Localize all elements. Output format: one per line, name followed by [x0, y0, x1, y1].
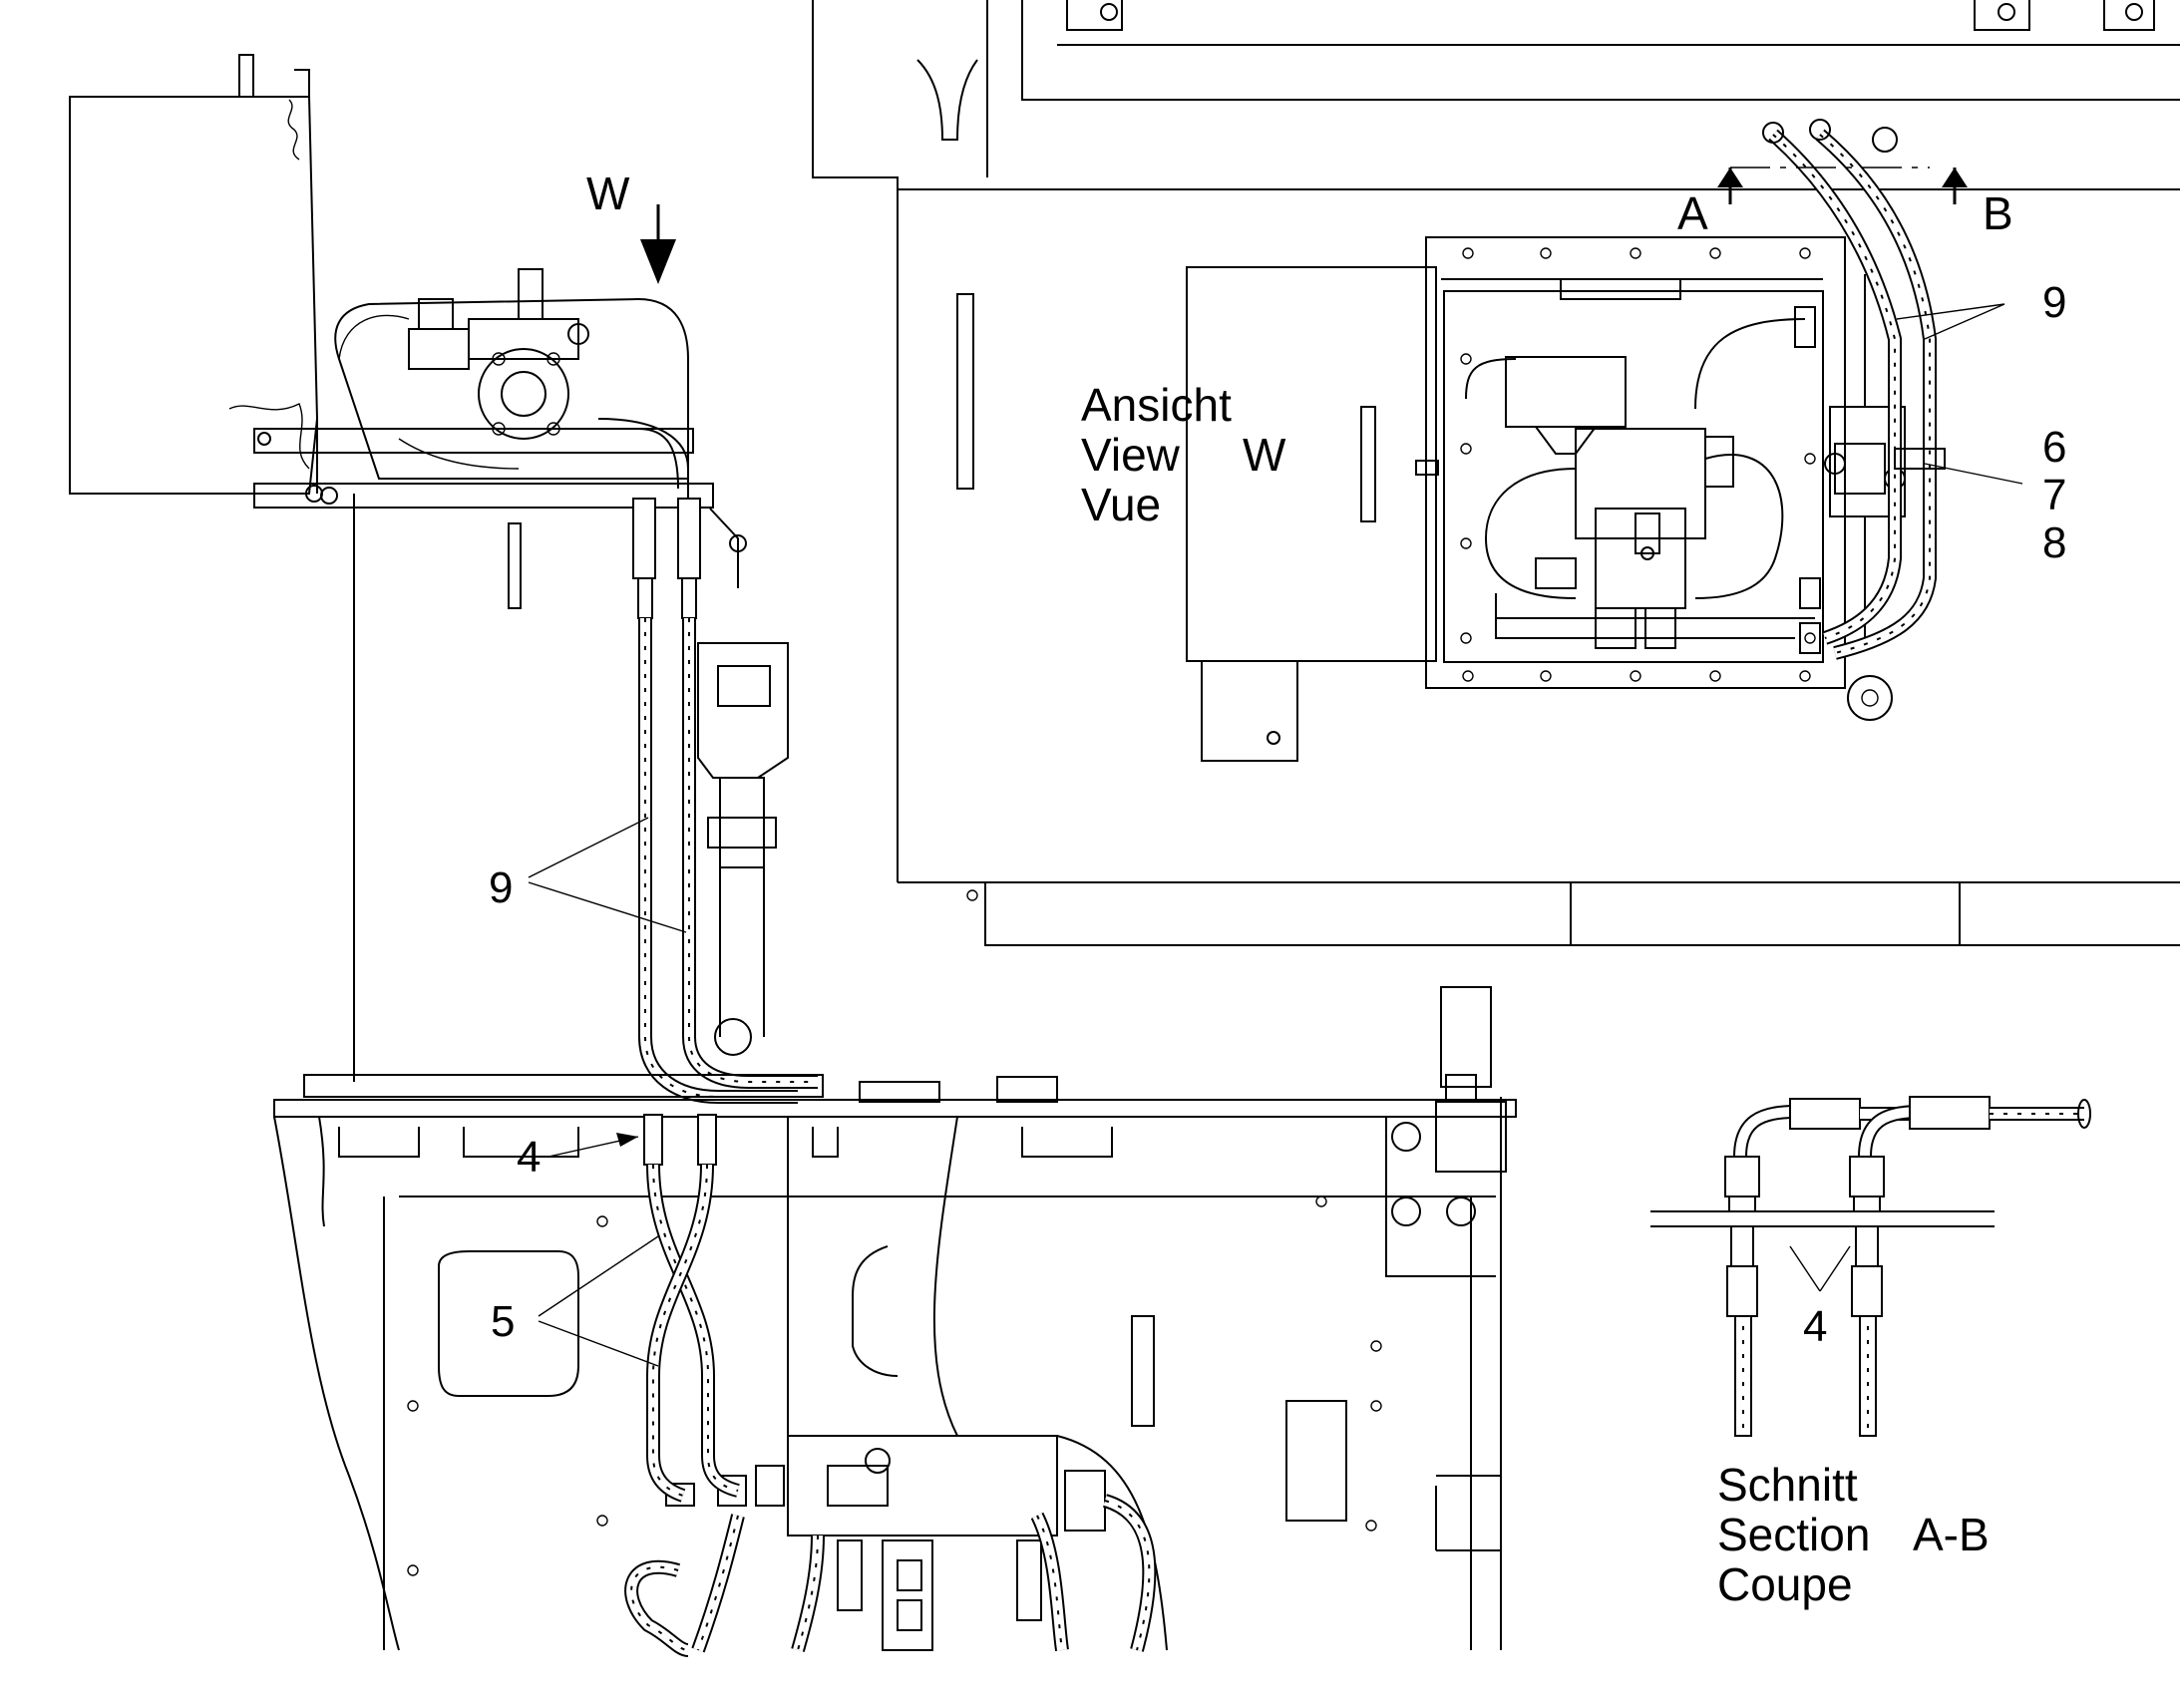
port-circle — [1847, 675, 1893, 721]
callout-4-left: 4 — [517, 1133, 541, 1182]
callout-6: 6 — [2042, 423, 2066, 472]
callout-9-left: 9 — [489, 863, 513, 912]
section-caption-line-1: Schnitt — [1717, 1459, 1858, 1511]
leader-9-right-a — [1896, 303, 2005, 320]
pump-unit — [253, 268, 714, 509]
leader-5-b — [538, 1320, 659, 1367]
view-arrow-label: W — [586, 168, 630, 219]
section-line-a-b: A B — [1677, 167, 2013, 239]
view-caption-line-2: View — [1081, 429, 1181, 481]
leader-4-left-arrow — [616, 1133, 638, 1147]
view-caption-line-3: Vue — [1081, 479, 1161, 530]
callout-7: 7 — [2042, 471, 2066, 519]
section-marker-b: B — [1983, 187, 2013, 239]
callout-4-section: 4 — [1803, 1302, 1827, 1351]
section-a-b-detail: 4 Schnitt Section Coupe A-B — [1650, 1096, 2091, 1610]
leader-6-7-8 — [1924, 463, 2023, 485]
tank-assembly — [69, 54, 355, 1082]
leader-5-a — [538, 1235, 659, 1317]
return-filter — [697, 642, 789, 1056]
hose-pair-right — [1762, 119, 1946, 660]
leader-9-right-b — [1924, 303, 2005, 340]
section-marker-a: A — [1677, 187, 1708, 239]
section-caption-letters: A-B — [1913, 1509, 1990, 1560]
section-caption-line-3: Coupe — [1717, 1558, 1853, 1610]
callout-8: 8 — [2042, 518, 2066, 567]
leader-9-left-b — [528, 881, 687, 933]
view-w-arrow: W — [586, 168, 676, 284]
upper-fittings — [508, 498, 747, 619]
callout-5: 5 — [491, 1297, 515, 1346]
callout-9-right: 9 — [2042, 278, 2066, 327]
section-caption-line-2: Section — [1717, 1509, 1870, 1560]
machine-housing — [812, 0, 2180, 946]
clamp-block — [1824, 274, 1906, 638]
leader-9-left-a — [528, 817, 649, 878]
view-w-panel: Ansicht View Vue W — [1081, 266, 1437, 762]
view-caption-line-1: Ansicht — [1081, 379, 1232, 431]
port-bolt — [1861, 689, 1879, 707]
view-caption-letter: W — [1243, 429, 1286, 481]
valve-mounting-plate — [1415, 236, 1846, 689]
frame-structure — [273, 986, 1517, 1651]
hose-pair-crossed — [643, 1114, 740, 1503]
